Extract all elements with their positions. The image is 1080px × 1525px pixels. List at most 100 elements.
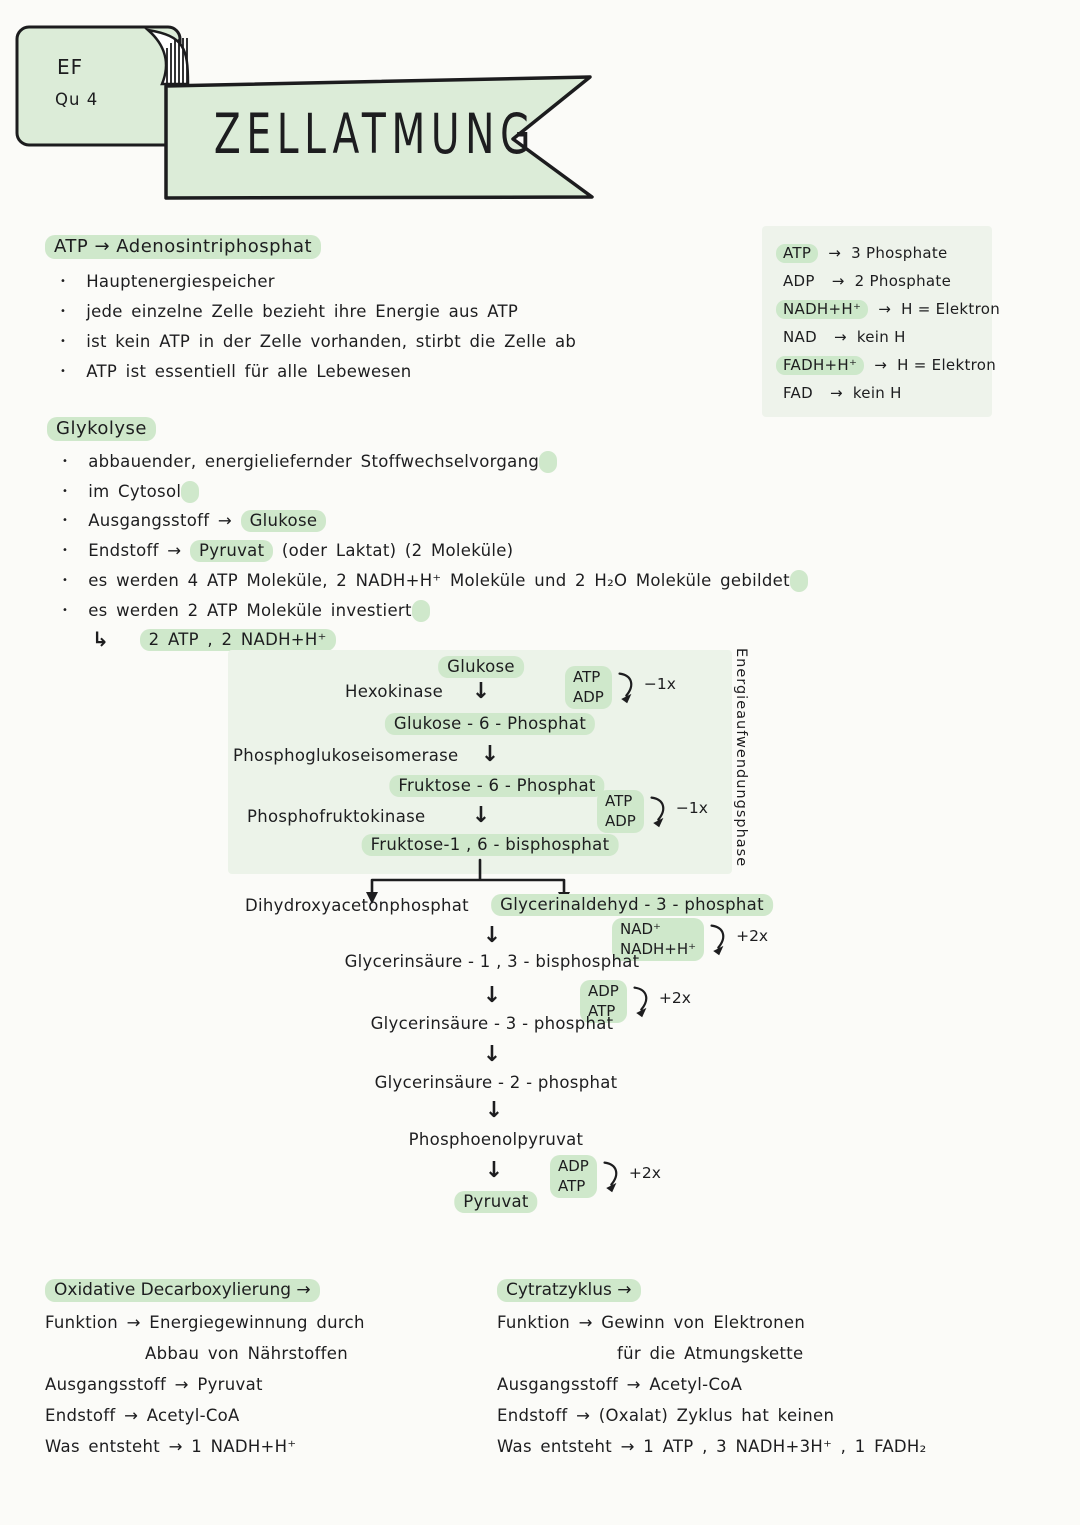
curved-arrow-icon bbox=[633, 986, 648, 1018]
cofactor-pill: ADP ATP bbox=[550, 1155, 597, 1198]
oxidative-title: Oxidative Decarboxylierung → bbox=[45, 1279, 320, 1302]
glykolyse-result: 2 ATP , 2 NADH+H⁺ bbox=[139, 629, 336, 651]
section-line: Ausgangsstoff → Pyruvat bbox=[45, 1375, 263, 1394]
cofactor-pill: ADP ATP bbox=[580, 980, 627, 1023]
reference-row: FADH+H⁺ → H = Elektron bbox=[776, 351, 996, 379]
title-banner-graphic bbox=[15, 25, 594, 200]
bullet-icon: • bbox=[62, 486, 69, 497]
page-title: ZELLATMUNG bbox=[213, 102, 537, 167]
down-arrow-icon: ↓ bbox=[482, 983, 502, 1008]
cofactor-annotation: ATP ADP −1x bbox=[565, 666, 676, 709]
cofactor-annotation: ATP ADP −1x bbox=[597, 790, 708, 833]
bullet-icon: • bbox=[60, 276, 67, 287]
reference-term: FADH+H⁺ bbox=[776, 355, 865, 375]
cytratzyklus-section: Cytratzyklus → Funktion → Gewinn von Ele… bbox=[497, 1279, 957, 1468]
reference-desc: kein H bbox=[852, 384, 902, 402]
bullet-text: Endstoff → Pyruvat (oder Laktat) (2 Mole… bbox=[88, 540, 514, 562]
bullet-text: es werden 2 ATP Moleküle investiert bbox=[88, 600, 430, 622]
curved-arrow-icon bbox=[710, 924, 725, 956]
down-arrow-icon: ↓ bbox=[482, 1042, 502, 1067]
section-line: Endstoff → Acetyl-CoA bbox=[45, 1406, 240, 1425]
node-pyruvat: Pyruvat bbox=[454, 1191, 538, 1213]
arrow-icon: → bbox=[833, 328, 847, 346]
arrow-icon: → bbox=[828, 244, 842, 262]
bullet-text: ist kein ATP in der Zelle vorhanden, sti… bbox=[86, 332, 577, 351]
down-arrow-icon: ↓ bbox=[480, 742, 500, 767]
node-fruktose-6-phosphat: Fruktose - 6 - Phosphat bbox=[389, 775, 605, 797]
reference-desc: kein H bbox=[856, 328, 906, 346]
bullet-item: • jede einzelne Zelle bezieht ihre Energ… bbox=[60, 302, 518, 321]
reference-row: FAD → kein H bbox=[776, 379, 978, 407]
corner-arrow-icon: ↳ bbox=[92, 627, 110, 651]
node-dihydroxyacetonphosphat: Dihydroxyacetonphosphat bbox=[245, 896, 469, 915]
section-line: Was entsteht → 1 NADH+H⁺ bbox=[45, 1437, 297, 1456]
reference-term: ADP bbox=[783, 271, 815, 290]
multiplier: −1x bbox=[643, 675, 676, 693]
enzyme-hexokinase: Hexokinase bbox=[345, 682, 444, 701]
section-line: Was entsteht → 1 ATP , 3 NADH+3H⁺ , 1 FA… bbox=[497, 1437, 927, 1456]
cofactor-annotation: NAD⁺ NADH+H⁺ +2x bbox=[612, 918, 768, 961]
bullet-text: im Cytosol bbox=[88, 481, 200, 503]
reference-desc: H = Elektron bbox=[897, 356, 997, 374]
down-arrow-icon: ↓ bbox=[471, 679, 491, 704]
bullet-icon: • bbox=[62, 456, 69, 467]
section-line: Funktion → Gewinn von Elektronen bbox=[497, 1313, 806, 1332]
glykolyse-section-title: Glykolyse bbox=[47, 417, 157, 441]
down-arrow-icon: ↓ bbox=[482, 923, 502, 948]
bullet-item: • Ausgangsstoff → Glukose bbox=[62, 510, 327, 532]
course-tag-line2: Qu 4 bbox=[55, 90, 99, 109]
reference-desc: 3 Phosphate bbox=[851, 244, 948, 262]
multiplier: +2x bbox=[628, 1164, 661, 1182]
node-glycerinsaeure-3-phosphat: Glycerinsäure - 3 - phosphat bbox=[370, 1014, 614, 1033]
reference-row: ATP → 3 Phosphate bbox=[776, 239, 978, 267]
bullet-text: Ausgangsstoff → Glukose bbox=[88, 510, 327, 532]
multiplier: +2x bbox=[658, 989, 691, 1007]
arrow-icon: → bbox=[831, 272, 845, 290]
bullet-icon: • bbox=[60, 366, 67, 377]
node-fruktose-16-bisphosphat: Fruktose-1 , 6 - bisphosphat bbox=[361, 834, 619, 856]
curved-arrow-icon bbox=[603, 1161, 618, 1193]
node-glukose-6-phosphat: Glukose - 6 - Phosphat bbox=[384, 713, 596, 735]
bullet-icon: • bbox=[62, 515, 69, 526]
cytratzyklus-title: Cytratzyklus → bbox=[497, 1279, 641, 1302]
reference-term: NADH+H⁺ bbox=[776, 299, 869, 319]
cofactor-pill: ATP ADP bbox=[597, 790, 644, 833]
multiplier: +2x bbox=[736, 927, 769, 945]
reference-desc: H = Elektron bbox=[901, 300, 1001, 318]
reference-row: NADH+H⁺ → H = Elektron bbox=[776, 295, 1000, 323]
arrow-icon: → bbox=[878, 300, 892, 318]
down-arrow-icon: ↓ bbox=[484, 1098, 504, 1123]
course-tag-box bbox=[15, 25, 182, 147]
bullet-item: • es werden 2 ATP Moleküle investiert bbox=[62, 600, 430, 622]
down-arrow-icon: ↓ bbox=[484, 1158, 504, 1183]
enzyme-phosphofruktokinase: Phosphofruktokinase bbox=[247, 807, 426, 826]
bullet-icon: • bbox=[60, 336, 67, 347]
bullet-item: • ist kein ATP in der Zelle vorhanden, s… bbox=[60, 332, 576, 351]
abbreviation-reference-panel: ATP → 3 Phosphate ADP → 2 Phosphate NADH… bbox=[762, 226, 1000, 417]
down-arrow-icon: ↓ bbox=[471, 803, 491, 828]
course-tag-line1: EF bbox=[57, 55, 84, 79]
bullet-text: es werden 4 ATP Moleküle, 2 NADH+H⁺ Mole… bbox=[88, 570, 808, 592]
node-glukose: Glukose bbox=[438, 656, 524, 678]
reference-term: NAD bbox=[783, 327, 817, 346]
node-glycerinsaeure-13-bisphosphat: Glycerinsäure - 1 , 3 - bisphosphat bbox=[344, 952, 640, 971]
reference-desc: 2 Phosphate bbox=[854, 272, 952, 290]
section-line: Ausgangsstoff → Acetyl-CoA bbox=[497, 1375, 743, 1394]
cofactor-annotation: ADP ATP +2x bbox=[580, 980, 691, 1023]
bullet-item: • es werden 4 ATP Moleküle, 2 NADH+H⁺ Mo… bbox=[62, 570, 808, 592]
bullet-item: • ATP ist essentiell für alle Lebewesen bbox=[60, 362, 412, 381]
bullet-icon: • bbox=[60, 306, 67, 317]
enzyme-phosphoglukoseisomerase: Phosphoglukoseisomerase bbox=[233, 746, 459, 765]
reference-term: FAD bbox=[783, 383, 813, 402]
ribbon-fold-stripes bbox=[166, 38, 188, 84]
cofactor-pill: NAD⁺ NADH+H⁺ bbox=[612, 918, 705, 961]
bullet-text: abbauender, energieliefernder Stoffwechs… bbox=[88, 451, 558, 473]
arrow-icon: → bbox=[874, 356, 888, 374]
curved-arrow-icon bbox=[650, 796, 665, 828]
section-line: Endstoff → (Oxalat) Zyklus hat keinen bbox=[497, 1406, 835, 1425]
multiplier: −1x bbox=[675, 799, 708, 817]
atp-section-title: ATP → Adenosintriphosphat bbox=[45, 235, 322, 259]
section-line: Abbau von Nährstoffen bbox=[145, 1344, 348, 1363]
node-glycerinaldehyd-3-phosphat: Glycerinaldehyd - 3 - phosphat bbox=[491, 894, 773, 916]
